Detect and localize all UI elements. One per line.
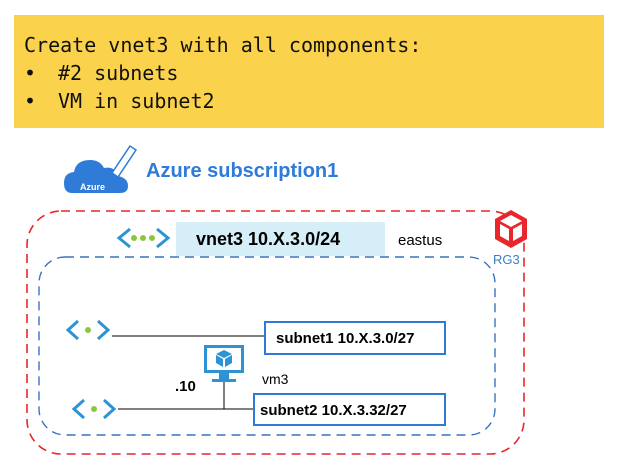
vnet-boundary xyxy=(38,256,496,436)
azure-cloud-label: Azure xyxy=(80,182,106,192)
resource-group-icon xyxy=(495,210,527,248)
vm-ip-suffix: .10 xyxy=(175,378,196,395)
banner-bullet-2: • VM in subnet2 xyxy=(24,87,604,115)
subscription-name: Azure subscription1 xyxy=(146,160,339,182)
bullet-text: #2 subnets xyxy=(58,61,179,85)
vm-icon xyxy=(204,345,244,382)
banner-bullet-1: • #2 subnets xyxy=(24,59,604,87)
vnet-region: eastus xyxy=(398,232,443,249)
vm-name: vm3 xyxy=(262,371,289,387)
vnet-icon xyxy=(116,227,171,249)
subnet2-box: subnet2 10.X.3.32/27 xyxy=(253,393,446,426)
resource-group-boundary xyxy=(26,210,525,455)
banner-title: Create vnet3 with all components: xyxy=(24,33,422,57)
resource-group-label: RG3 xyxy=(493,252,520,267)
bullet-marker: • xyxy=(24,61,37,85)
vnet-label-box xyxy=(176,222,385,256)
vnet-label: vnet3 10.X.3.0/24 xyxy=(196,229,341,249)
subnet1-box: subnet1 10.X.3.0/27 xyxy=(264,321,446,355)
subnet-icon xyxy=(71,398,117,420)
bullet-marker: • xyxy=(24,89,37,113)
subnet-icon xyxy=(65,319,111,341)
task-banner: Create vnet3 with all components: • #2 su… xyxy=(14,15,604,128)
azure-cloud-icon xyxy=(64,144,138,193)
bullet-text: VM in subnet2 xyxy=(58,89,215,113)
